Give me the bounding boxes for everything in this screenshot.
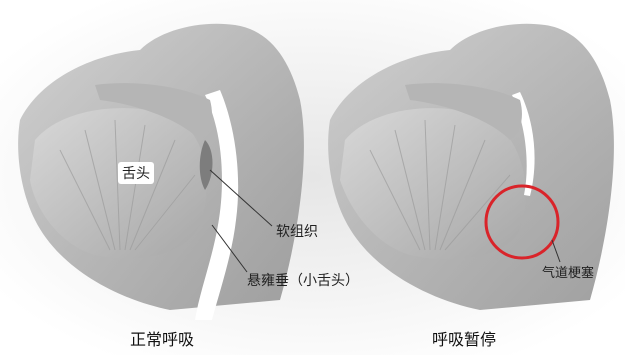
caption-normal-breathing: 正常呼吸	[130, 326, 194, 350]
caption-apnea: 呼吸暂停	[432, 326, 496, 350]
label-uvula: 悬雍垂（小舌头）	[247, 270, 359, 290]
label-airway-obstruction: 气道梗塞	[542, 262, 594, 281]
label-tongue: 舌头	[118, 162, 154, 184]
label-soft-tissue: 软组织	[276, 221, 318, 241]
